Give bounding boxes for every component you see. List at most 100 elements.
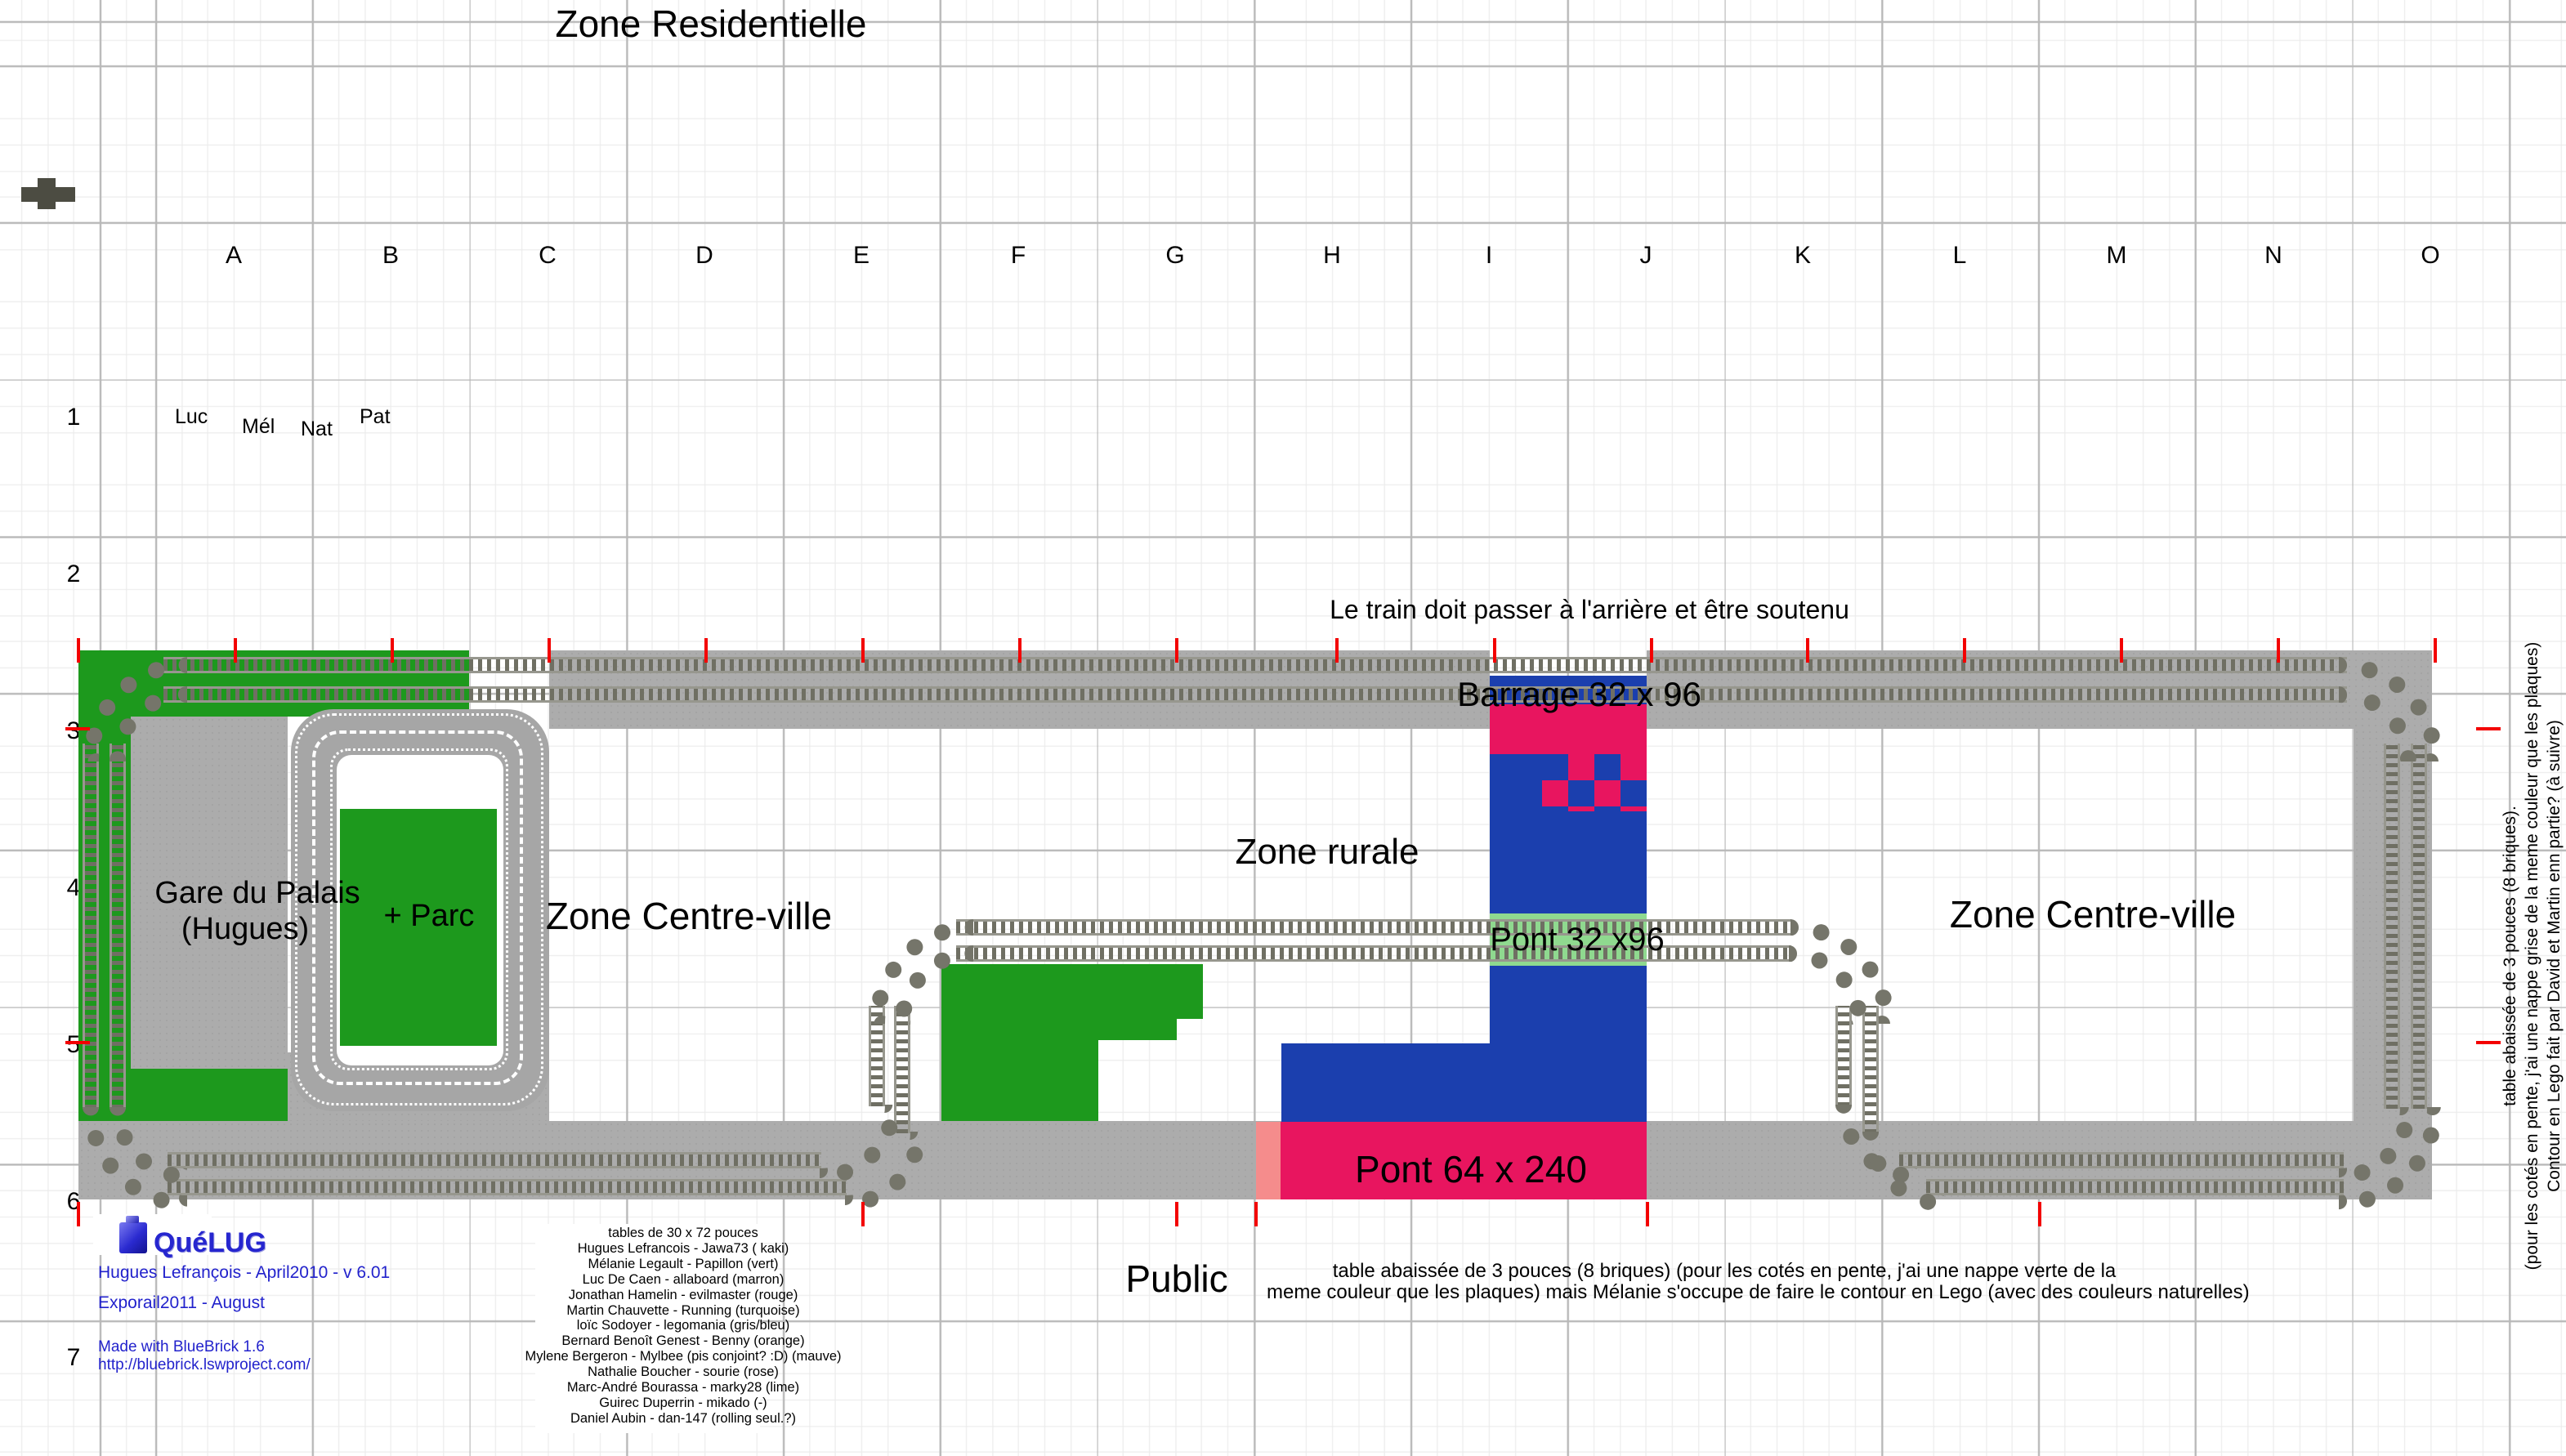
participant-line: Nathalie Boucher - sourie (rose) — [588, 1364, 779, 1380]
track-right-inner — [2384, 744, 2400, 1109]
track-mid-right-c — [1835, 1006, 1852, 1106]
logo-name: QuéLUG — [154, 1227, 266, 1258]
track-top-outer — [163, 657, 2347, 673]
participant-line: Guirec Duperrin - mikado (-) — [599, 1395, 767, 1410]
participant-line: Marc-André Bourassa - marky28 (lime) — [566, 1380, 800, 1396]
participant-line: Daniel Aubin - dan-147 (rolling seul.?) — [570, 1410, 797, 1426]
label-gare-line1: Gare du Palais — [154, 876, 360, 910]
track-right-outer — [2411, 744, 2427, 1109]
note-train: Le train doit passer à l'arrière et être… — [1330, 595, 1849, 624]
table-mark-left-2 — [65, 1041, 90, 1044]
participant-line: Jonathan Hamelin - evilmaster (rouge) — [568, 1287, 798, 1302]
blue-extension-west — [1281, 1043, 1490, 1122]
side-note-line1: table abaissée de 3 pouces (8 briques). — [2501, 806, 2519, 1106]
column-letter: D — [695, 242, 713, 269]
column-letter: N — [2264, 242, 2282, 269]
quelug-brick-icon — [119, 1216, 147, 1253]
row-number: 1 — [66, 404, 81, 431]
participant-line: Mélanie Legault - Papillon (vert) — [588, 1256, 779, 1271]
logo-backdrop — [93, 1214, 212, 1255]
pont64-salmon-plate — [1256, 1122, 1281, 1199]
road-edge-inner — [330, 748, 508, 1070]
rural-green-plate-c — [1177, 964, 1203, 1019]
label-barrage: Barrage 32 x 96 — [1457, 675, 1701, 713]
label-pont32: Pont 32 x96 — [1490, 922, 1665, 958]
pont64-pink-deck — [1281, 1122, 1647, 1199]
column-letter: E — [852, 242, 869, 269]
road-edge-outer — [295, 713, 543, 1105]
participant-line: Martin Chauvette - Running (turquoise) — [566, 1302, 800, 1318]
column-letter: C — [539, 242, 557, 269]
logo-credit: Hugues Lefrançois - April2010 - v 6.01 — [98, 1263, 391, 1282]
person-label: Pat — [360, 405, 391, 428]
row-number: 4 — [66, 873, 81, 901]
label-zone-rurale: Zone rurale — [1235, 832, 1419, 872]
column-letter: I — [1485, 242, 1493, 269]
track-bottom-west-lower — [168, 1179, 847, 1195]
row-number: 2 — [66, 560, 81, 587]
curve-mid-right-bottom-d — [1862, 1132, 1944, 1212]
label-parc: + Parc — [383, 899, 475, 933]
station-baseplate — [131, 717, 288, 1069]
track-mid-left-b — [894, 1006, 910, 1133]
column-letter: L — [1952, 242, 1967, 269]
column-letter: K — [1794, 242, 1811, 269]
participant-line: tables de 30 x 72 pouces — [608, 1226, 758, 1240]
bluebrick-url[interactable]: http://bluebrick.lswproject.com/ — [98, 1356, 311, 1373]
note-bottom-line2: meme couleur que les plaques) mais Mélan… — [1267, 1281, 2250, 1303]
track-bottom-east-upper — [1899, 1152, 2344, 1168]
label-public: Public — [1125, 1257, 1228, 1300]
person-label: Luc — [175, 405, 208, 428]
column-letter: O — [2421, 242, 2440, 269]
column-letter: G — [1165, 242, 1185, 269]
label-gare-line2: (Hugues) — [181, 912, 310, 946]
column-letter: M — [2106, 242, 2127, 269]
barrage-pink-block — [1490, 704, 1647, 754]
made-with: Made with BlueBrick 1.6 — [98, 1338, 265, 1356]
track-mid-left-a — [869, 1006, 885, 1106]
person-label: Mél — [242, 415, 275, 438]
track-left-inner — [110, 744, 126, 1109]
barrage-checker-pattern — [1542, 754, 1647, 811]
track-mid-right-d — [1862, 1006, 1879, 1133]
participants-backdrop — [535, 1224, 760, 1433]
participant-line: loïc Sodoyer - legomania (gris/bleu) — [576, 1318, 790, 1333]
track-bottom-east-lower — [1926, 1179, 2344, 1195]
parc-green-plate — [340, 809, 497, 1046]
table-mark-right-1 — [2476, 727, 2501, 730]
column-letter: J — [1639, 242, 1652, 269]
curve-mid-left-bottom-b — [845, 1132, 927, 1212]
column-letter: B — [382, 242, 399, 269]
row-number: 7 — [66, 1344, 81, 1372]
label-centre-ville-right: Zone Centre-ville — [1949, 893, 2237, 936]
table-mark-right-2 — [2476, 1041, 2501, 1044]
column-letter: A — [225, 242, 242, 269]
row-number: 3 — [66, 717, 81, 744]
track-mid-top-inner — [956, 945, 1791, 962]
origin-cross-icon-bar — [38, 178, 56, 209]
track-left-outer — [83, 744, 99, 1109]
side-notes: table abaissée de 3 pouces (8 briques). … — [2499, 556, 2566, 1356]
participant-line: Mylene Bergeron - Mylbee (pis conjoint? … — [525, 1349, 842, 1364]
side-note-line3: Contour en Lego fait par David et Martin… — [2545, 720, 2564, 1192]
table-mark-left-1 — [65, 727, 90, 730]
column-letter: F — [1010, 242, 1026, 269]
column-letter: H — [1323, 242, 1341, 269]
rural-green-plate-b — [1098, 964, 1177, 1040]
track-top-inner — [163, 686, 2347, 703]
blue-column — [1490, 811, 1647, 1122]
person-label: Nat — [301, 418, 333, 440]
note-bottom-line1: table abaissée de 3 pouces (8 briques) (… — [1332, 1260, 2117, 1282]
road-center-dashes — [312, 730, 523, 1085]
track-mid-top-outer — [956, 919, 1791, 936]
logo-event: Exporail2011 - August — [98, 1293, 265, 1312]
label-pont64: Pont 64 x 240 — [1355, 1148, 1587, 1190]
row-number: 5 — [66, 1030, 81, 1058]
label-centre-ville-left: Zone Centre-ville — [545, 895, 833, 937]
participant-line: Luc De Caen - allaboard (marron) — [582, 1271, 785, 1287]
participant-line: Hugues Lefrancois - Jawa73 ( kaki) — [577, 1240, 789, 1256]
track-bottom-west-upper — [168, 1152, 821, 1168]
participant-line: Bernard Benoît Genest - Benny (orange) — [561, 1333, 805, 1349]
